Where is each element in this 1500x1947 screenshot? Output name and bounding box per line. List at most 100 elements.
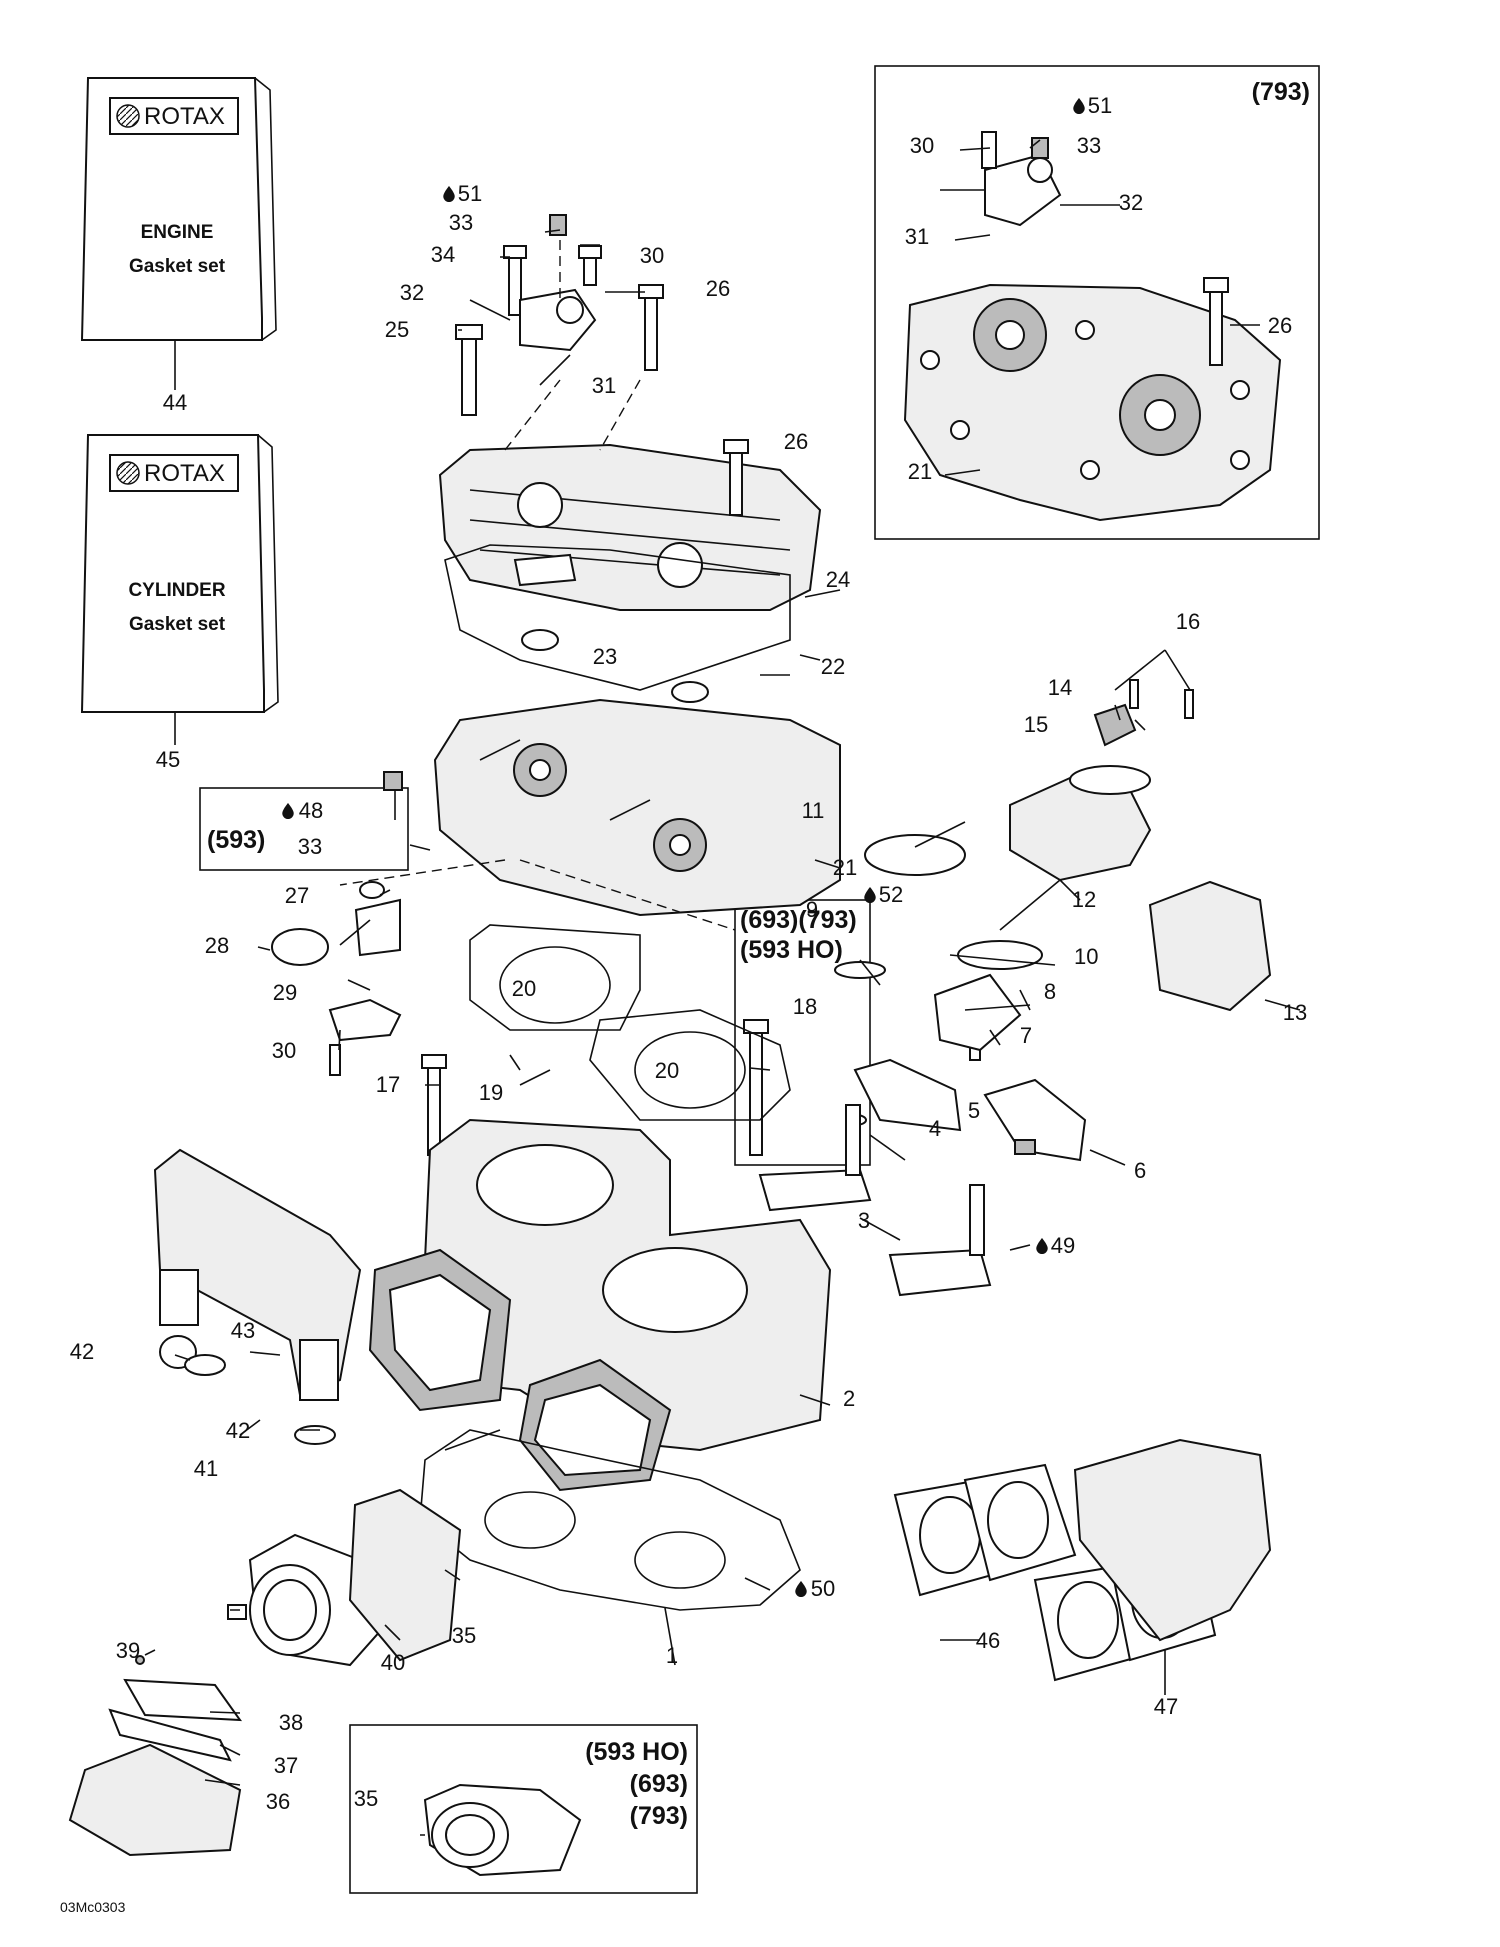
variant-label-693-793: (693)(793)	[740, 906, 857, 934]
callout-32b: 32	[1119, 190, 1143, 215]
callout-51b: 51	[1088, 93, 1112, 118]
callout-51a: 51	[458, 181, 482, 206]
o-ring-23a	[521, 629, 559, 651]
head-o-ring-20b	[634, 1031, 746, 1109]
cylinder-head	[433, 698, 841, 917]
cylinder-book-title: CYLINDER	[128, 580, 225, 601]
callout-21a: 21	[833, 855, 857, 880]
callout-44: 44	[163, 390, 187, 415]
rotax-logo-icon	[116, 104, 140, 128]
intake-manifold-variant	[423, 1783, 582, 1877]
callout-19: 19	[479, 1080, 503, 1105]
callout-49: 49	[1051, 1233, 1075, 1258]
cylinder-book-logo: ROTAX	[144, 460, 225, 487]
callout-1: 1	[666, 1643, 678, 1668]
callout-10: 10	[1074, 944, 1098, 969]
callout-46: 46	[976, 1628, 1000, 1653]
callout-6: 6	[1134, 1158, 1146, 1183]
base-gasket	[419, 1429, 801, 1611]
callout-30c: 30	[910, 133, 934, 158]
exhaust-valve-assembly	[758, 834, 1087, 1297]
cylinder-block	[368, 1118, 832, 1492]
callout-48: 48	[299, 798, 323, 823]
callout-41: 41	[194, 1456, 218, 1481]
callout-40: 40	[381, 1650, 405, 1675]
callout-39: 39	[116, 1638, 140, 1663]
variant-label-693-b: (693)	[630, 1770, 688, 1798]
oil-drop-icon	[795, 1581, 807, 1597]
callout-22: 22	[821, 654, 845, 679]
callout-35a: 35	[452, 1623, 476, 1648]
callout-15: 15	[1024, 712, 1048, 737]
intake-assembly	[227, 1488, 462, 1667]
callout-21b: 21	[908, 459, 932, 484]
engine-gasket-set-book: ROTAX ENGINE Gasket set	[80, 77, 277, 341]
oil-drop-icon	[1073, 98, 1085, 114]
oil-drop-icon	[1036, 1238, 1048, 1254]
callout-33b: 33	[1077, 133, 1101, 158]
callout-33a: 33	[449, 210, 473, 235]
callout-42b: 42	[226, 1418, 250, 1443]
callout-42a: 42	[70, 1339, 94, 1364]
callout-47: 47	[1154, 1694, 1178, 1719]
callout-11: 11	[802, 798, 825, 823]
engine-book-title: ENGINE	[141, 222, 214, 243]
callout-35b: 35	[354, 1786, 378, 1811]
callout-37: 37	[274, 1753, 298, 1778]
callout-32a: 32	[400, 280, 424, 305]
variant-label-593ho-b: (593 HO)	[585, 1738, 688, 1766]
callout-13: 13	[1283, 1000, 1307, 1025]
cylinder-book-subtitle: Gasket set	[129, 614, 226, 635]
oil-drop-icon	[282, 803, 294, 819]
bolts-group	[329, 245, 769, 1156]
callout-38: 38	[279, 1710, 303, 1735]
exhaust-flange-parts	[893, 1438, 1272, 1682]
exhaust-valve-cover	[1009, 679, 1272, 1012]
callout-20b: 20	[655, 1058, 679, 1083]
callout-34: 34	[431, 242, 455, 267]
callout-52: 52	[879, 882, 903, 907]
callout-labels: 1 2 3 4 5 6 7 8 9 10 11 12 13 14 15 16 1…	[70, 93, 1307, 1814]
oil-drop-icon	[864, 887, 876, 903]
callout-28: 28	[205, 933, 229, 958]
callout-14: 14	[1048, 675, 1072, 700]
callout-7: 7	[1020, 1023, 1032, 1048]
head-gasket-19a	[469, 924, 641, 1031]
rotax-logo-icon	[116, 461, 140, 485]
callout-27: 27	[285, 883, 309, 908]
callout-12: 12	[1072, 887, 1096, 912]
callout-43: 43	[231, 1318, 255, 1343]
callout-18: 18	[793, 994, 817, 1019]
callout-3: 3	[858, 1208, 870, 1233]
callout-45: 45	[156, 747, 180, 772]
callout-50: 50	[811, 1576, 835, 1601]
o-ring-gasket-22	[444, 544, 791, 691]
exhaust-manifold	[153, 1148, 362, 1445]
variant-box-793-head	[874, 65, 1320, 540]
variant-label-593ho: (593 HO)	[740, 936, 843, 964]
callout-33c: 33	[298, 834, 322, 859]
thermostat-parts	[271, 771, 403, 1042]
callout-20a: 20	[512, 976, 536, 1001]
callout-26b: 26	[784, 429, 808, 454]
callout-16: 16	[1176, 609, 1200, 634]
cylinder-head-cover	[438, 443, 822, 611]
callout-29: 29	[273, 980, 297, 1005]
leader-lines	[144, 139, 1301, 1836]
callout-17: 17	[376, 1072, 400, 1097]
callout-5: 5	[968, 1098, 980, 1123]
drawing-code: 03Mc0303	[60, 1899, 126, 1915]
variant-label-793: (793)	[1252, 78, 1310, 106]
engine-book-subtitle: Gasket set	[129, 256, 226, 277]
variant-label-793-b: (793)	[630, 1802, 688, 1830]
callout-23: 23	[593, 644, 617, 669]
oil-drop-icon	[443, 186, 455, 202]
cylinder-gasket-set-book: ROTAX CYLINDER Gasket set	[80, 434, 279, 713]
thermostat-housing	[519, 214, 597, 352]
callout-26c: 26	[1268, 313, 1292, 338]
callout-31b: 31	[905, 224, 929, 249]
o-ring-23b	[671, 681, 709, 703]
callout-4: 4	[929, 1116, 941, 1141]
variant-box-593	[199, 787, 409, 871]
